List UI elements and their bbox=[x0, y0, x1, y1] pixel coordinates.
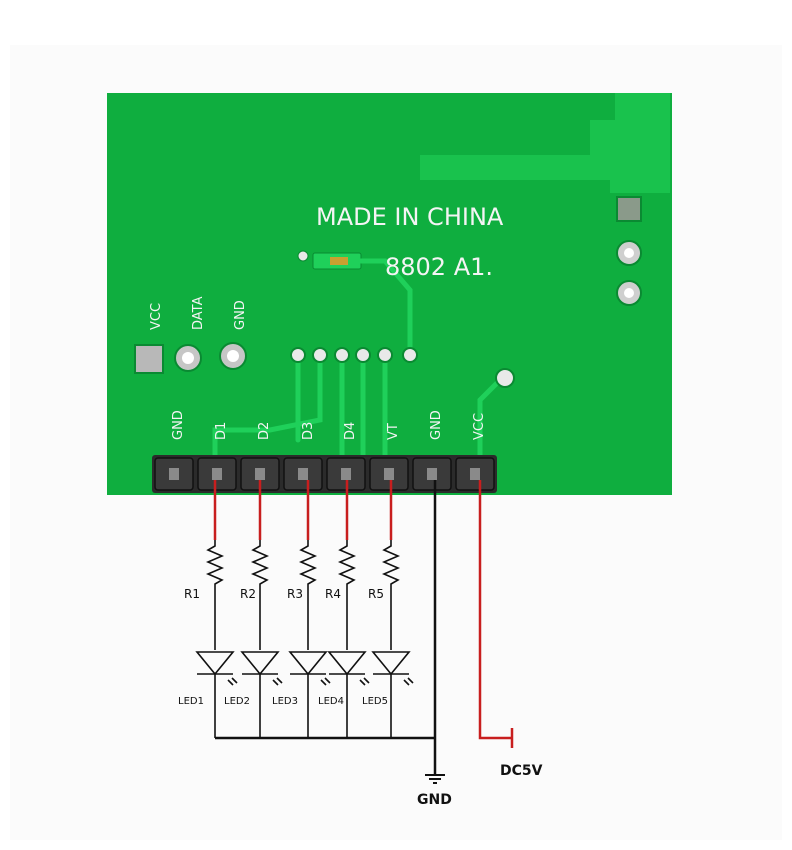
top-pad-label: VCC bbox=[149, 303, 164, 330]
resistor-r3 bbox=[298, 540, 318, 650]
via bbox=[297, 250, 309, 262]
ground-bus bbox=[215, 480, 437, 775]
resistor-label: R4 bbox=[325, 587, 341, 601]
led-3 bbox=[288, 651, 331, 738]
schematic bbox=[195, 480, 514, 784]
resistor-r1 bbox=[205, 540, 225, 650]
via bbox=[402, 347, 418, 363]
header-pin-label: VT bbox=[386, 423, 401, 440]
header-pin-label: D1 bbox=[214, 422, 229, 440]
pad-hole bbox=[182, 352, 194, 364]
pcb-traces bbox=[212, 258, 503, 463]
antenna-copper bbox=[420, 93, 670, 193]
pin-header bbox=[152, 455, 497, 493]
via bbox=[495, 368, 515, 388]
led-2 bbox=[240, 651, 283, 738]
component-chip bbox=[330, 257, 348, 265]
led-1 bbox=[195, 651, 238, 738]
header-pin-label: D3 bbox=[301, 422, 316, 440]
led-5 bbox=[371, 651, 414, 738]
ground-label: GND bbox=[417, 792, 452, 808]
pad-hole bbox=[227, 350, 239, 362]
via bbox=[355, 347, 371, 363]
resistor-label: R5 bbox=[368, 587, 384, 601]
trace bbox=[358, 258, 413, 358]
resistor-label: R2 bbox=[240, 587, 256, 601]
board-code: 8802 A1. bbox=[385, 253, 493, 281]
square-pad bbox=[616, 196, 642, 222]
pcb-board: MADE IN CHINA 8802 A1. VCC DATA GND GND … bbox=[107, 93, 672, 495]
led-label: LED3 bbox=[272, 696, 298, 707]
header-body bbox=[152, 455, 497, 493]
resistor-r4 bbox=[337, 540, 357, 650]
board-marking: MADE IN CHINA bbox=[316, 203, 504, 231]
header-pin-label: D4 bbox=[343, 422, 358, 440]
header-pin-label: GND bbox=[429, 410, 444, 440]
resistor-label: R3 bbox=[287, 587, 303, 601]
via-row bbox=[290, 347, 515, 388]
vcc-pad bbox=[134, 344, 164, 374]
via bbox=[377, 347, 393, 363]
pad-hole bbox=[624, 248, 634, 258]
header-pin-label: D2 bbox=[257, 422, 272, 440]
led-label: LED2 bbox=[224, 696, 250, 707]
supply-label: DC5V bbox=[500, 763, 543, 779]
header-pin-label: VCC bbox=[472, 413, 487, 440]
leds bbox=[195, 651, 414, 738]
dc5v-wire bbox=[478, 480, 512, 740]
resistor-r2 bbox=[250, 540, 270, 650]
led-4 bbox=[327, 651, 370, 738]
header-pin-label: GND bbox=[171, 410, 186, 440]
ground-symbol bbox=[425, 774, 445, 784]
trace bbox=[477, 377, 503, 463]
led-label: LED4 bbox=[318, 696, 344, 707]
led-label: LED5 bbox=[362, 696, 388, 707]
pad-hole bbox=[624, 288, 634, 298]
resistors bbox=[205, 540, 401, 650]
via bbox=[290, 347, 306, 363]
via bbox=[312, 347, 328, 363]
signal-wires bbox=[213, 480, 514, 748]
resistor-r5 bbox=[381, 540, 401, 650]
led-label: LED1 bbox=[178, 696, 204, 707]
top-pad-label: DATA bbox=[191, 296, 206, 330]
top-pad-label: GND bbox=[233, 300, 248, 330]
resistor-label: R1 bbox=[184, 587, 200, 601]
trace bbox=[212, 352, 323, 463]
via bbox=[334, 347, 350, 363]
